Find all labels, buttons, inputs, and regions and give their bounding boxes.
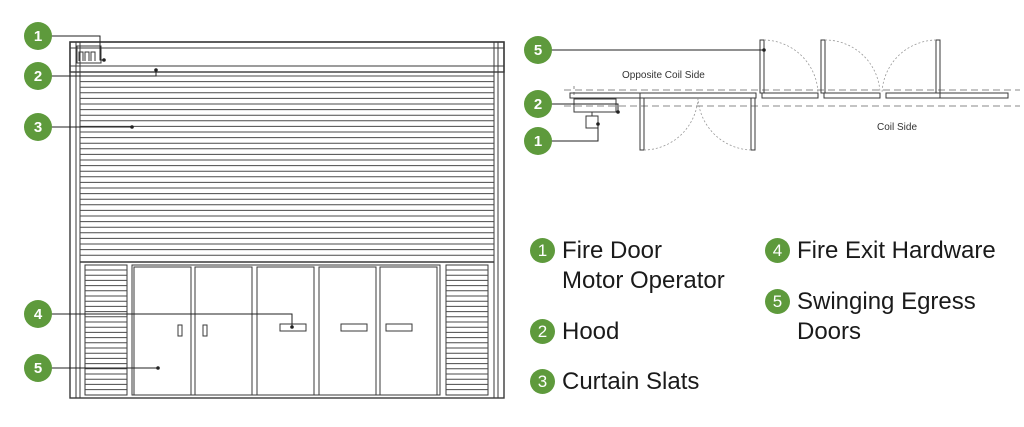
- plan-callouts: 5 2 1: [524, 36, 766, 155]
- legend-label-line2: Doors: [797, 318, 862, 345]
- legend-item-hood: 2 Hood: [530, 317, 619, 347]
- plan-door-pair-upper-right: [881, 39, 941, 94]
- hood: [69, 41, 505, 73]
- callout-badge-2: 2: [24, 62, 52, 90]
- legend-badge: 5: [765, 289, 790, 314]
- elevation-frame: [69, 41, 505, 399]
- legend-label: Swinging Egress: [797, 288, 976, 315]
- plan-callout-badge-1: 1: [524, 127, 552, 155]
- legend-label: Curtain Slats: [562, 368, 700, 395]
- opposite-coil-side-label: Opposite Coil Side: [622, 70, 705, 81]
- motor-operator: [76, 45, 102, 64]
- svg-text:2: 2: [34, 68, 42, 85]
- legend-label: Fire Exit Hardware: [797, 237, 996, 264]
- svg-text:5: 5: [534, 42, 542, 59]
- legend-item-curtain-slats: 3 Curtain Slats: [530, 367, 699, 397]
- svg-text:3: 3: [34, 119, 42, 136]
- callout-badge-5: 5: [24, 354, 52, 382]
- callout-badge-1: 1: [24, 22, 52, 50]
- elevation-view: [69, 41, 505, 399]
- egress-doors: [131, 264, 441, 396]
- left-louver-panel: [84, 264, 128, 396]
- plan-callout-badge-5: 5: [524, 36, 552, 64]
- plan-view: Opposite Coil Side Coil Side: [564, 39, 1020, 151]
- svg-text:2: 2: [534, 96, 542, 113]
- plan-callout-badge-2: 2: [524, 90, 552, 118]
- right-louver-panel: [445, 264, 489, 396]
- svg-text:5: 5: [34, 360, 42, 377]
- legend-item-fire-exit-hardware: 4 Fire Exit Hardware: [765, 236, 996, 266]
- legend-badge: 3: [530, 369, 555, 394]
- fire-exit-hardware: [279, 323, 307, 332]
- coil-side-label: Coil Side: [877, 122, 917, 133]
- svg-text:1: 1: [534, 133, 542, 150]
- legend-label: Hood: [562, 318, 620, 345]
- callout-badge-4: 4: [24, 300, 52, 328]
- legend-badge: 1: [530, 238, 555, 263]
- callout-badge-3: 3: [24, 113, 52, 141]
- svg-text:4: 4: [34, 306, 43, 323]
- plan-motor-operator: [585, 115, 599, 129]
- svg-text:1: 1: [34, 28, 42, 45]
- elevation-callouts: 1 2 3 4 5: [24, 22, 294, 382]
- plan-door-pair-lower: [639, 97, 756, 151]
- legend-label-line2: Motor Operator: [562, 267, 725, 294]
- curtain-slats: [80, 75, 494, 256]
- legend-label: Fire Door: [562, 237, 663, 264]
- legend-badge: 4: [765, 238, 790, 263]
- plan-door-pair-upper-left: [759, 39, 881, 94]
- legend-badge: 2: [530, 319, 555, 344]
